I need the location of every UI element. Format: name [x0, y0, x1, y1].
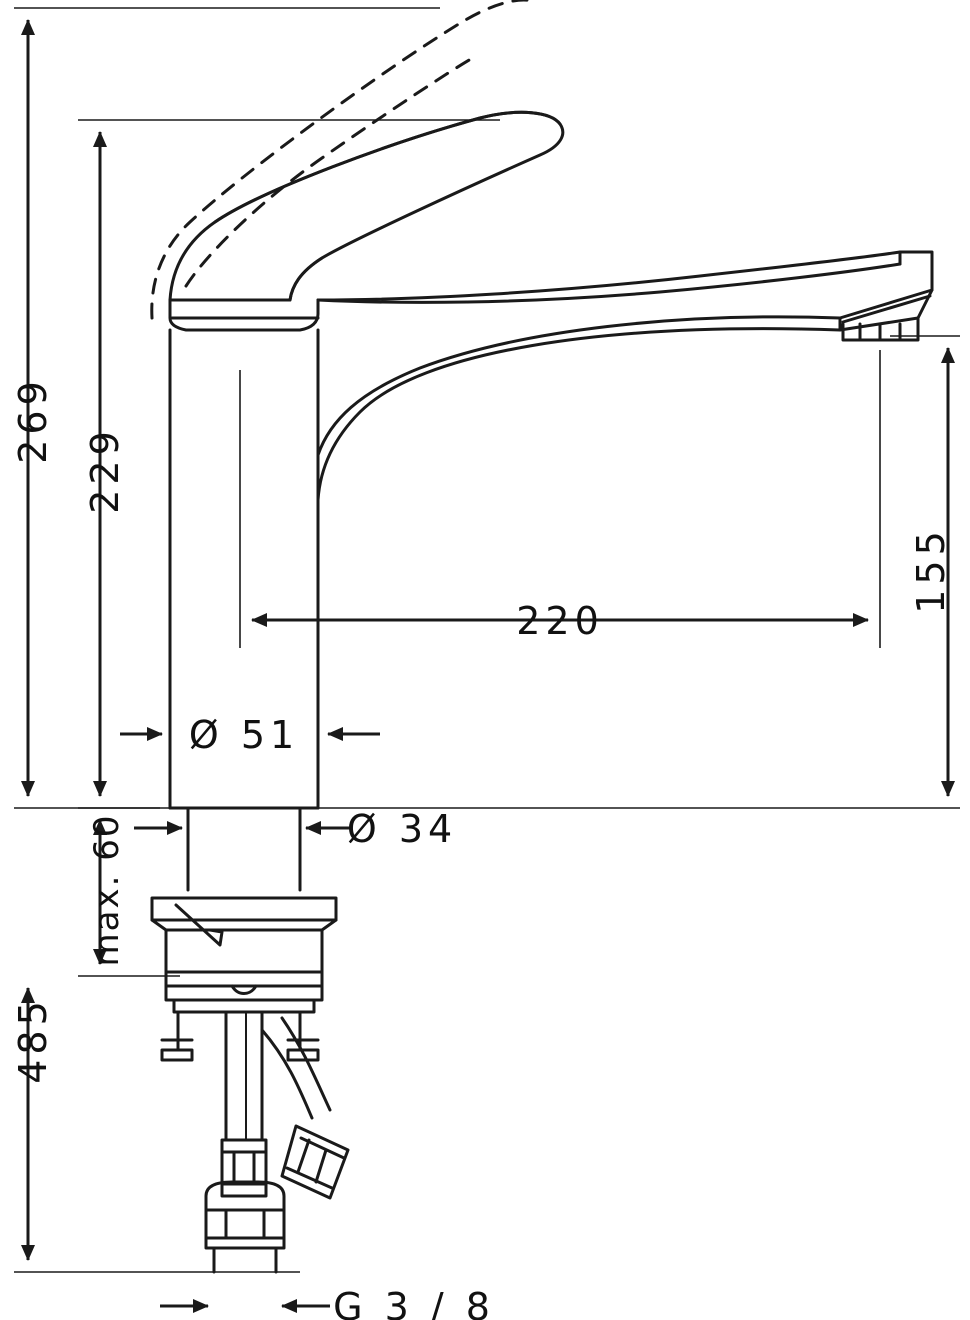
dim-label-shank-diameter: Ø 34	[347, 807, 457, 851]
dim-label-body-diameter: Ø 51	[189, 713, 299, 757]
dim-label-spout-reach: 220	[516, 599, 604, 643]
extension-lines	[14, 7, 960, 1273]
faucet-outline	[150, 0, 934, 1274]
dim-label-connection-thread: G 3 / 8	[333, 1285, 495, 1320]
dim-label-max-counter-thickness: max. 60	[87, 814, 127, 967]
dim-label-outlet-height: 155	[909, 526, 953, 614]
dimension-arrows	[21, 19, 955, 1313]
dim-label-overall-height: 485	[11, 996, 55, 1084]
dim-label-total-height: 269	[11, 376, 55, 464]
dim-label-spout-height: 229	[83, 426, 127, 514]
